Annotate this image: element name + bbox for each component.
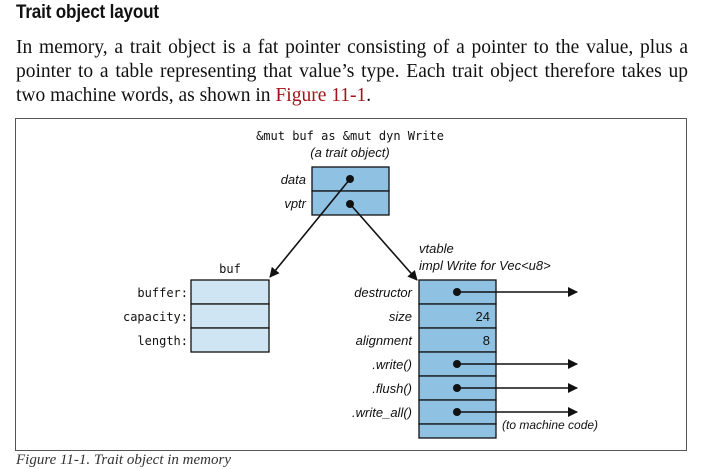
buf-length-label: length: <box>137 334 188 348</box>
vtable-alignment-cell <box>418 327 497 353</box>
buf-label: buf <box>219 262 241 276</box>
trait-object-expression: &mut buf as &mut dyn Write <box>256 129 444 143</box>
figure-link[interactable]: Figure 11-1 <box>275 85 367 106</box>
vtable-write-all-label: .write_all() <box>352 405 412 420</box>
trait-object-figure: &mut buf as &mut dyn Write (a trait obje… <box>15 118 687 451</box>
vtable-label: vtable <box>419 241 454 256</box>
paragraph-end: . <box>366 85 372 106</box>
vtable-size-cell <box>418 303 497 329</box>
buf-length-cell <box>190 327 270 353</box>
paragraph-text: In memory, a trait object is a fat point… <box>16 37 688 106</box>
vtable-impl-label: impl Write for Vec<u8> <box>419 258 551 273</box>
vtable-alignment-value: 8 <box>483 333 490 348</box>
section-heading: Trait object layout <box>16 2 159 23</box>
vtable-alignment-label: alignment <box>356 333 414 348</box>
vtable-size-value: 24 <box>476 309 490 324</box>
trait-object-diagram: &mut buf as &mut dyn Write (a trait obje… <box>123 129 598 439</box>
body-paragraph: In memory, a trait object is a fat point… <box>16 36 688 108</box>
data-pointer-arrow <box>269 178 351 278</box>
figure-caption: Figure 11-1. Trait object in memory <box>16 452 231 468</box>
fat-pointer-vptr-label: vptr <box>284 196 306 211</box>
buf-capacity-label: capacity: <box>123 310 188 324</box>
machine-code-note: (to machine code) <box>502 418 598 432</box>
vtable-size-label: size <box>389 309 412 324</box>
vtable-continuation-cell <box>418 423 497 439</box>
trait-object-note: (a trait object) <box>310 145 389 160</box>
buf-capacity-cell <box>190 303 270 329</box>
vtable-destructor-label: destructor <box>354 285 412 300</box>
vptr-pointer-arrow <box>349 203 418 281</box>
fat-pointer-data-label: data <box>281 172 306 187</box>
buf-buffer-label: buffer: <box>137 286 188 300</box>
vtable-flush-label: .flush() <box>372 381 412 396</box>
buf-buffer-cell <box>190 279 270 305</box>
vtable-write-label: .write() <box>372 357 412 372</box>
